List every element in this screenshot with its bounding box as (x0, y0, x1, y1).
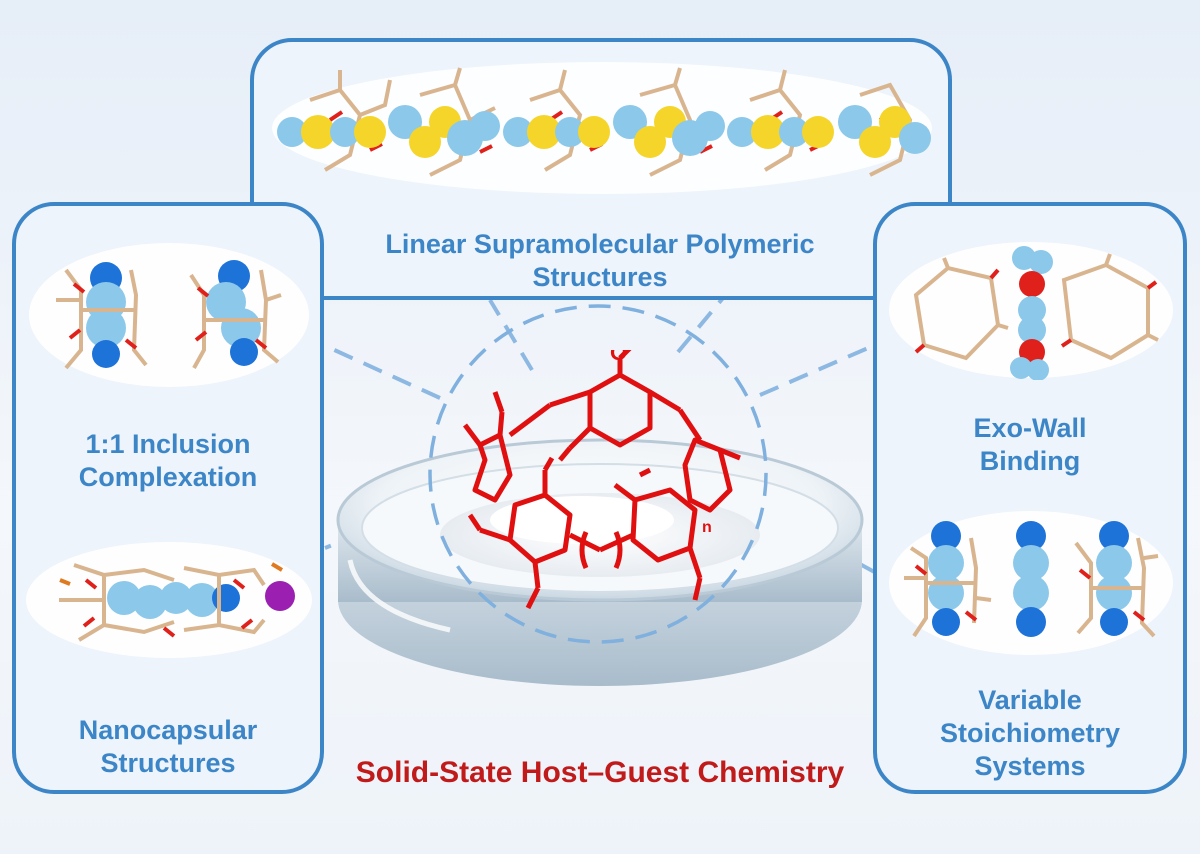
variable-stoichiometry-structure (889, 511, 1173, 655)
nanocapsule-structures (26, 542, 312, 658)
label-exo-wall-binding: Exo-Wall Binding (973, 413, 1087, 476)
label-nanocapsular: Nanocapsular Structures (78, 715, 258, 778)
oxygen-label: O (610, 350, 627, 365)
focus-circle (428, 304, 768, 644)
label-inclusion-complexation: 1:1 Inclusion Complexation (78, 429, 258, 492)
inclusion-complex-structures (29, 243, 309, 387)
petri-dish (336, 438, 864, 686)
exo-wall-binding-structure (889, 242, 1173, 380)
polymer-chain-structure (272, 62, 932, 194)
center-title: Solid-State Host–Guest Chemistry (355, 756, 845, 789)
label-linear-polymeric: Linear Supramolecular Polymeric Structur… (385, 229, 815, 292)
pillararene-molecule: O n (463, 350, 741, 610)
label-variable-stoichiometry: Variable Stoichiometry Systems (939, 685, 1121, 781)
repeat-unit-subscript: n (702, 519, 712, 536)
